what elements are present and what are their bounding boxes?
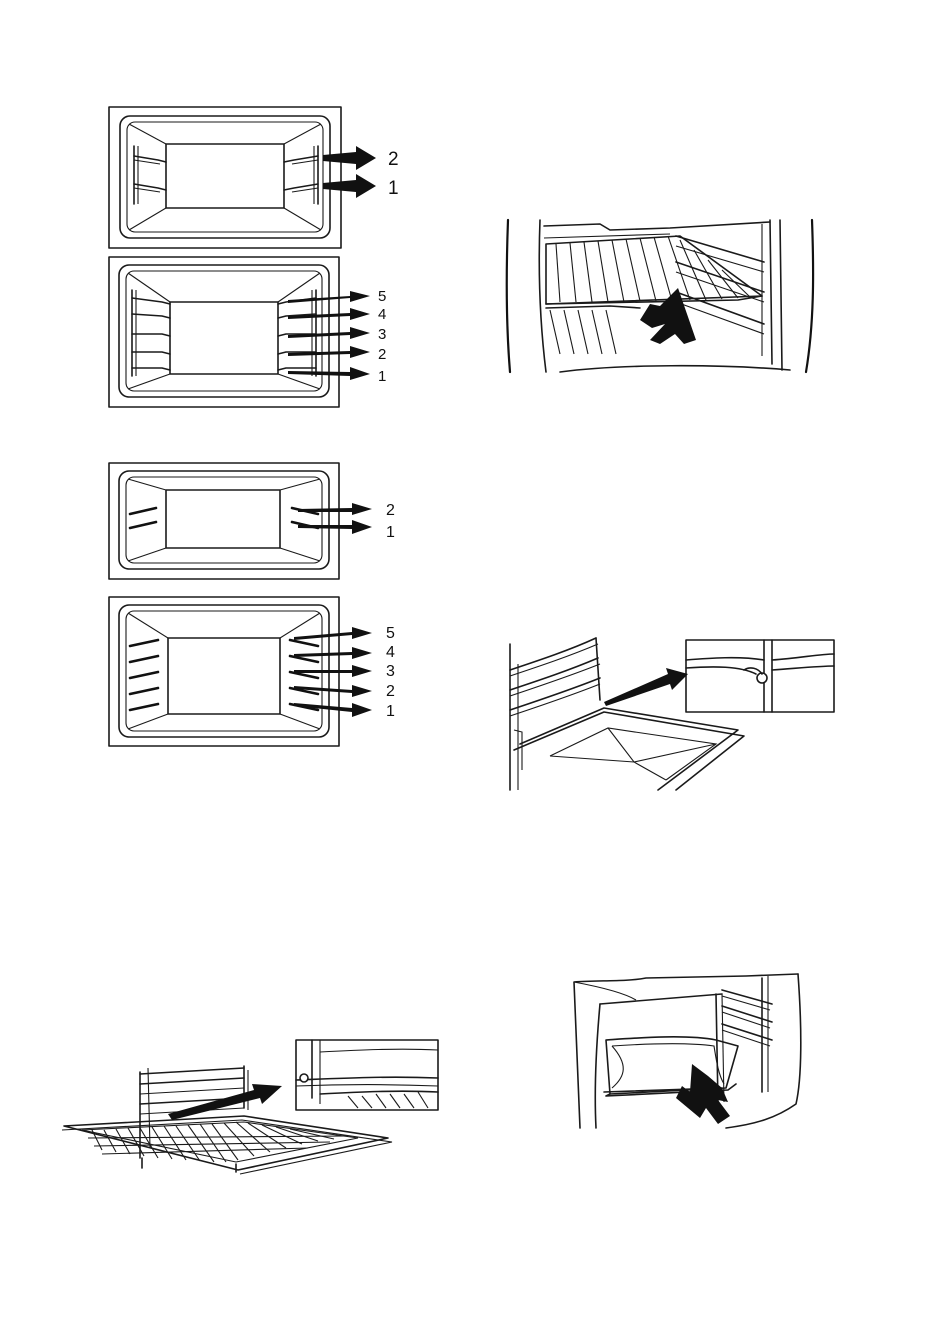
level-arrow-2	[323, 146, 376, 170]
level-label: 1	[388, 178, 399, 199]
level-arrow-5	[294, 627, 372, 640]
level-arrow-1	[294, 703, 372, 717]
level-label: 2	[388, 149, 399, 170]
level-label: 2	[386, 683, 395, 700]
level-arrow-4	[294, 647, 372, 659]
oven-2-level-wire-runners: 2 1	[108, 106, 408, 251]
push-arrow	[676, 1064, 730, 1124]
detail-pointer-arrow	[604, 668, 688, 706]
level-arrow-1	[323, 174, 376, 198]
level-label: 2	[378, 346, 386, 363]
level-label: 5	[378, 288, 386, 305]
wire-shelf-guide-detail	[58, 1038, 442, 1172]
level-label: 1	[386, 524, 395, 541]
level-arrow-1	[298, 520, 372, 534]
oven-5-level-wire-runners: 5 4 3 2 1	[108, 256, 408, 408]
level-label: 1	[386, 703, 395, 720]
level-label: 3	[386, 663, 395, 680]
level-label: 3	[378, 326, 386, 343]
level-label: 4	[386, 644, 395, 661]
insert-deep-tray-illustration	[566, 968, 806, 1132]
level-label: 2	[386, 502, 395, 519]
level-label: 4	[378, 306, 386, 323]
tray-runner-notch-detail	[500, 630, 840, 790]
oven-5-level-embossed-runners: 5 4 3 2 1	[108, 596, 408, 748]
level-label: 1	[378, 368, 386, 385]
insert-wire-shelf-illustration	[500, 214, 830, 376]
oven-2-level-embossed-runners: 2 1	[108, 462, 408, 582]
level-label: 5	[386, 625, 395, 642]
